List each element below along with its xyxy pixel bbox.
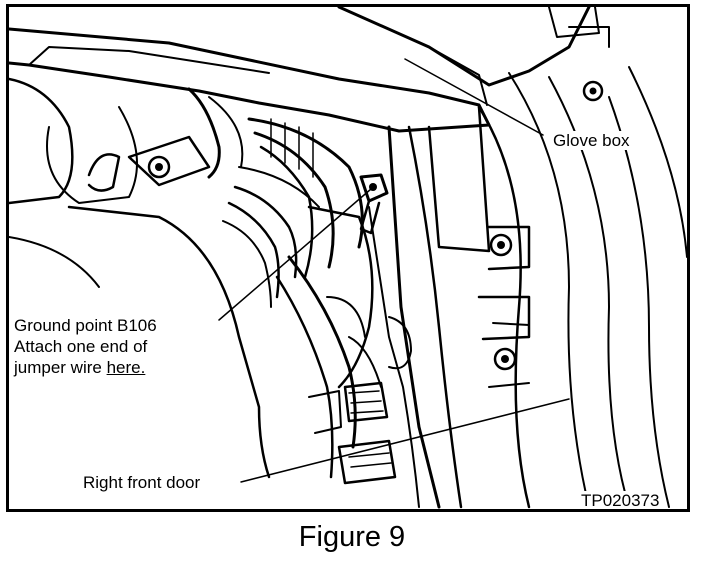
glove-box-callout: Glove box xyxy=(551,131,632,150)
ground-point-here: here. xyxy=(106,358,146,377)
figure-caption: Figure 9 xyxy=(298,521,406,553)
figure-code: TP020373 xyxy=(579,491,662,510)
dashboard-wiring-illustration xyxy=(9,7,687,509)
ground-point-line-2: Attach one end of xyxy=(14,337,148,356)
figure-frame: Glove box Ground point B106 Attach one e… xyxy=(6,4,690,512)
ground-point-line-1: Ground point B106 xyxy=(14,316,157,335)
ground-point-line-3: jumper wire here. xyxy=(14,357,157,378)
ground-point-line-3-prefix: jumper wire xyxy=(14,358,107,377)
ground-point-callout: Ground point B106 Attach one end of jump… xyxy=(12,313,159,380)
right-front-door-callout: Right front door xyxy=(81,473,203,492)
